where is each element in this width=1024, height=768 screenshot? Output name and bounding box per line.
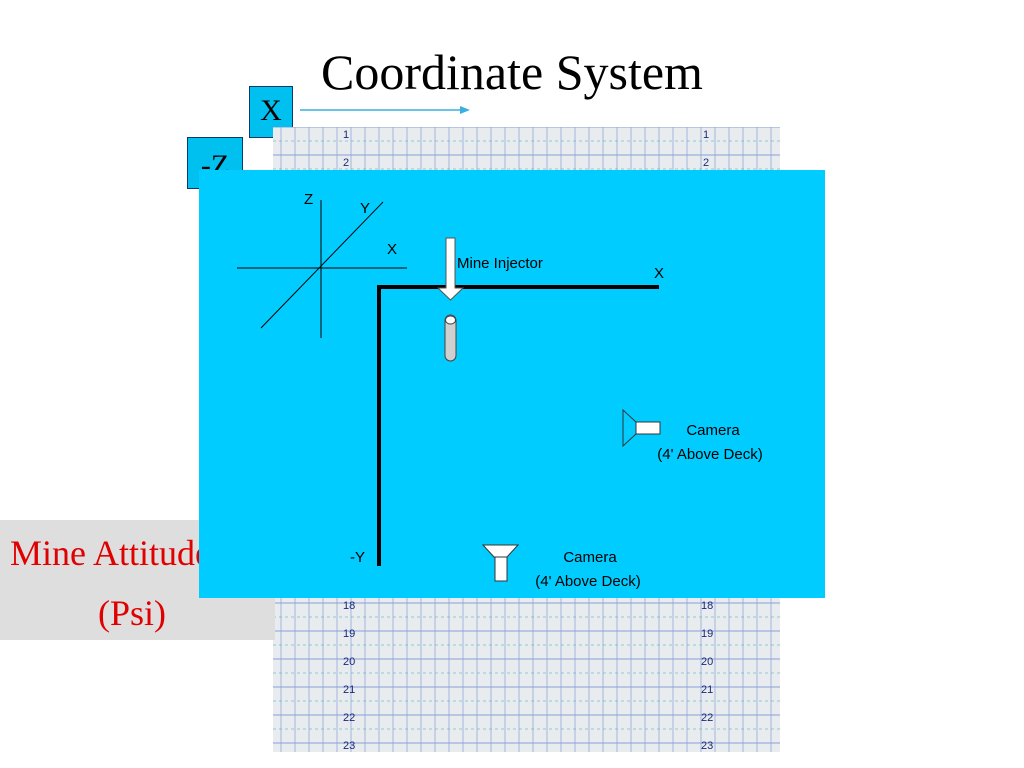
grid-row-label: 1 — [703, 129, 710, 141]
slide-title: Coordinate System — [321, 44, 703, 100]
side-camera-label: Camera — [686, 422, 740, 439]
grid-row-label: 18 — [701, 600, 714, 612]
grid-row-label: 23 — [701, 740, 714, 752]
coordinate-diagram-panel: Z Y X Mine Injector X -Y Camera (4' Abov… — [199, 170, 825, 598]
icon-y-label: Y — [360, 200, 371, 217]
mine-injector-arrow-icon — [436, 237, 465, 301]
grid-row-label: 22 — [701, 712, 714, 724]
mine-injector-label: Mine Injector — [457, 255, 543, 272]
grid-row-label: 19 — [701, 628, 714, 640]
x-direction-arrow — [300, 106, 470, 114]
grid-row-label: 20 — [701, 656, 714, 668]
side-camera-height-label: (4' Above Deck) — [657, 446, 763, 463]
grid-row-label: 23 — [343, 740, 356, 752]
side-camera-icon — [622, 408, 661, 448]
bottom-camera-height-label: (4' Above Deck) — [535, 573, 641, 590]
grid-row-label: 18 — [343, 600, 356, 612]
mine-attitude-psi-label: (Psi) — [98, 593, 167, 633]
x-axis-tile: X — [249, 86, 293, 138]
x-axis-label: X — [654, 265, 665, 282]
grid-row-label: 20 — [343, 656, 356, 668]
bottom-camera-icon — [481, 544, 520, 582]
mine-icon — [444, 314, 457, 362]
diagram-drawing — [237, 200, 661, 582]
icon-x-label: X — [387, 241, 398, 258]
grid-row-label: 2 — [703, 157, 710, 169]
grid-row-label: 2 — [343, 157, 350, 169]
neg-y-axis-label: -Y — [350, 549, 365, 566]
grid-row-label: 21 — [343, 684, 356, 696]
mine-attitude-label: Mine Attitude — [10, 533, 211, 573]
grid-row-label: 19 — [343, 628, 356, 640]
icon-z-label: Z — [304, 191, 314, 208]
grid-row-label: 21 — [701, 684, 714, 696]
bottom-camera-label: Camera — [563, 549, 617, 566]
grid-row-label: 1 — [343, 129, 350, 141]
grid-row-label: 22 — [343, 712, 356, 724]
axes-icon — [237, 200, 407, 338]
